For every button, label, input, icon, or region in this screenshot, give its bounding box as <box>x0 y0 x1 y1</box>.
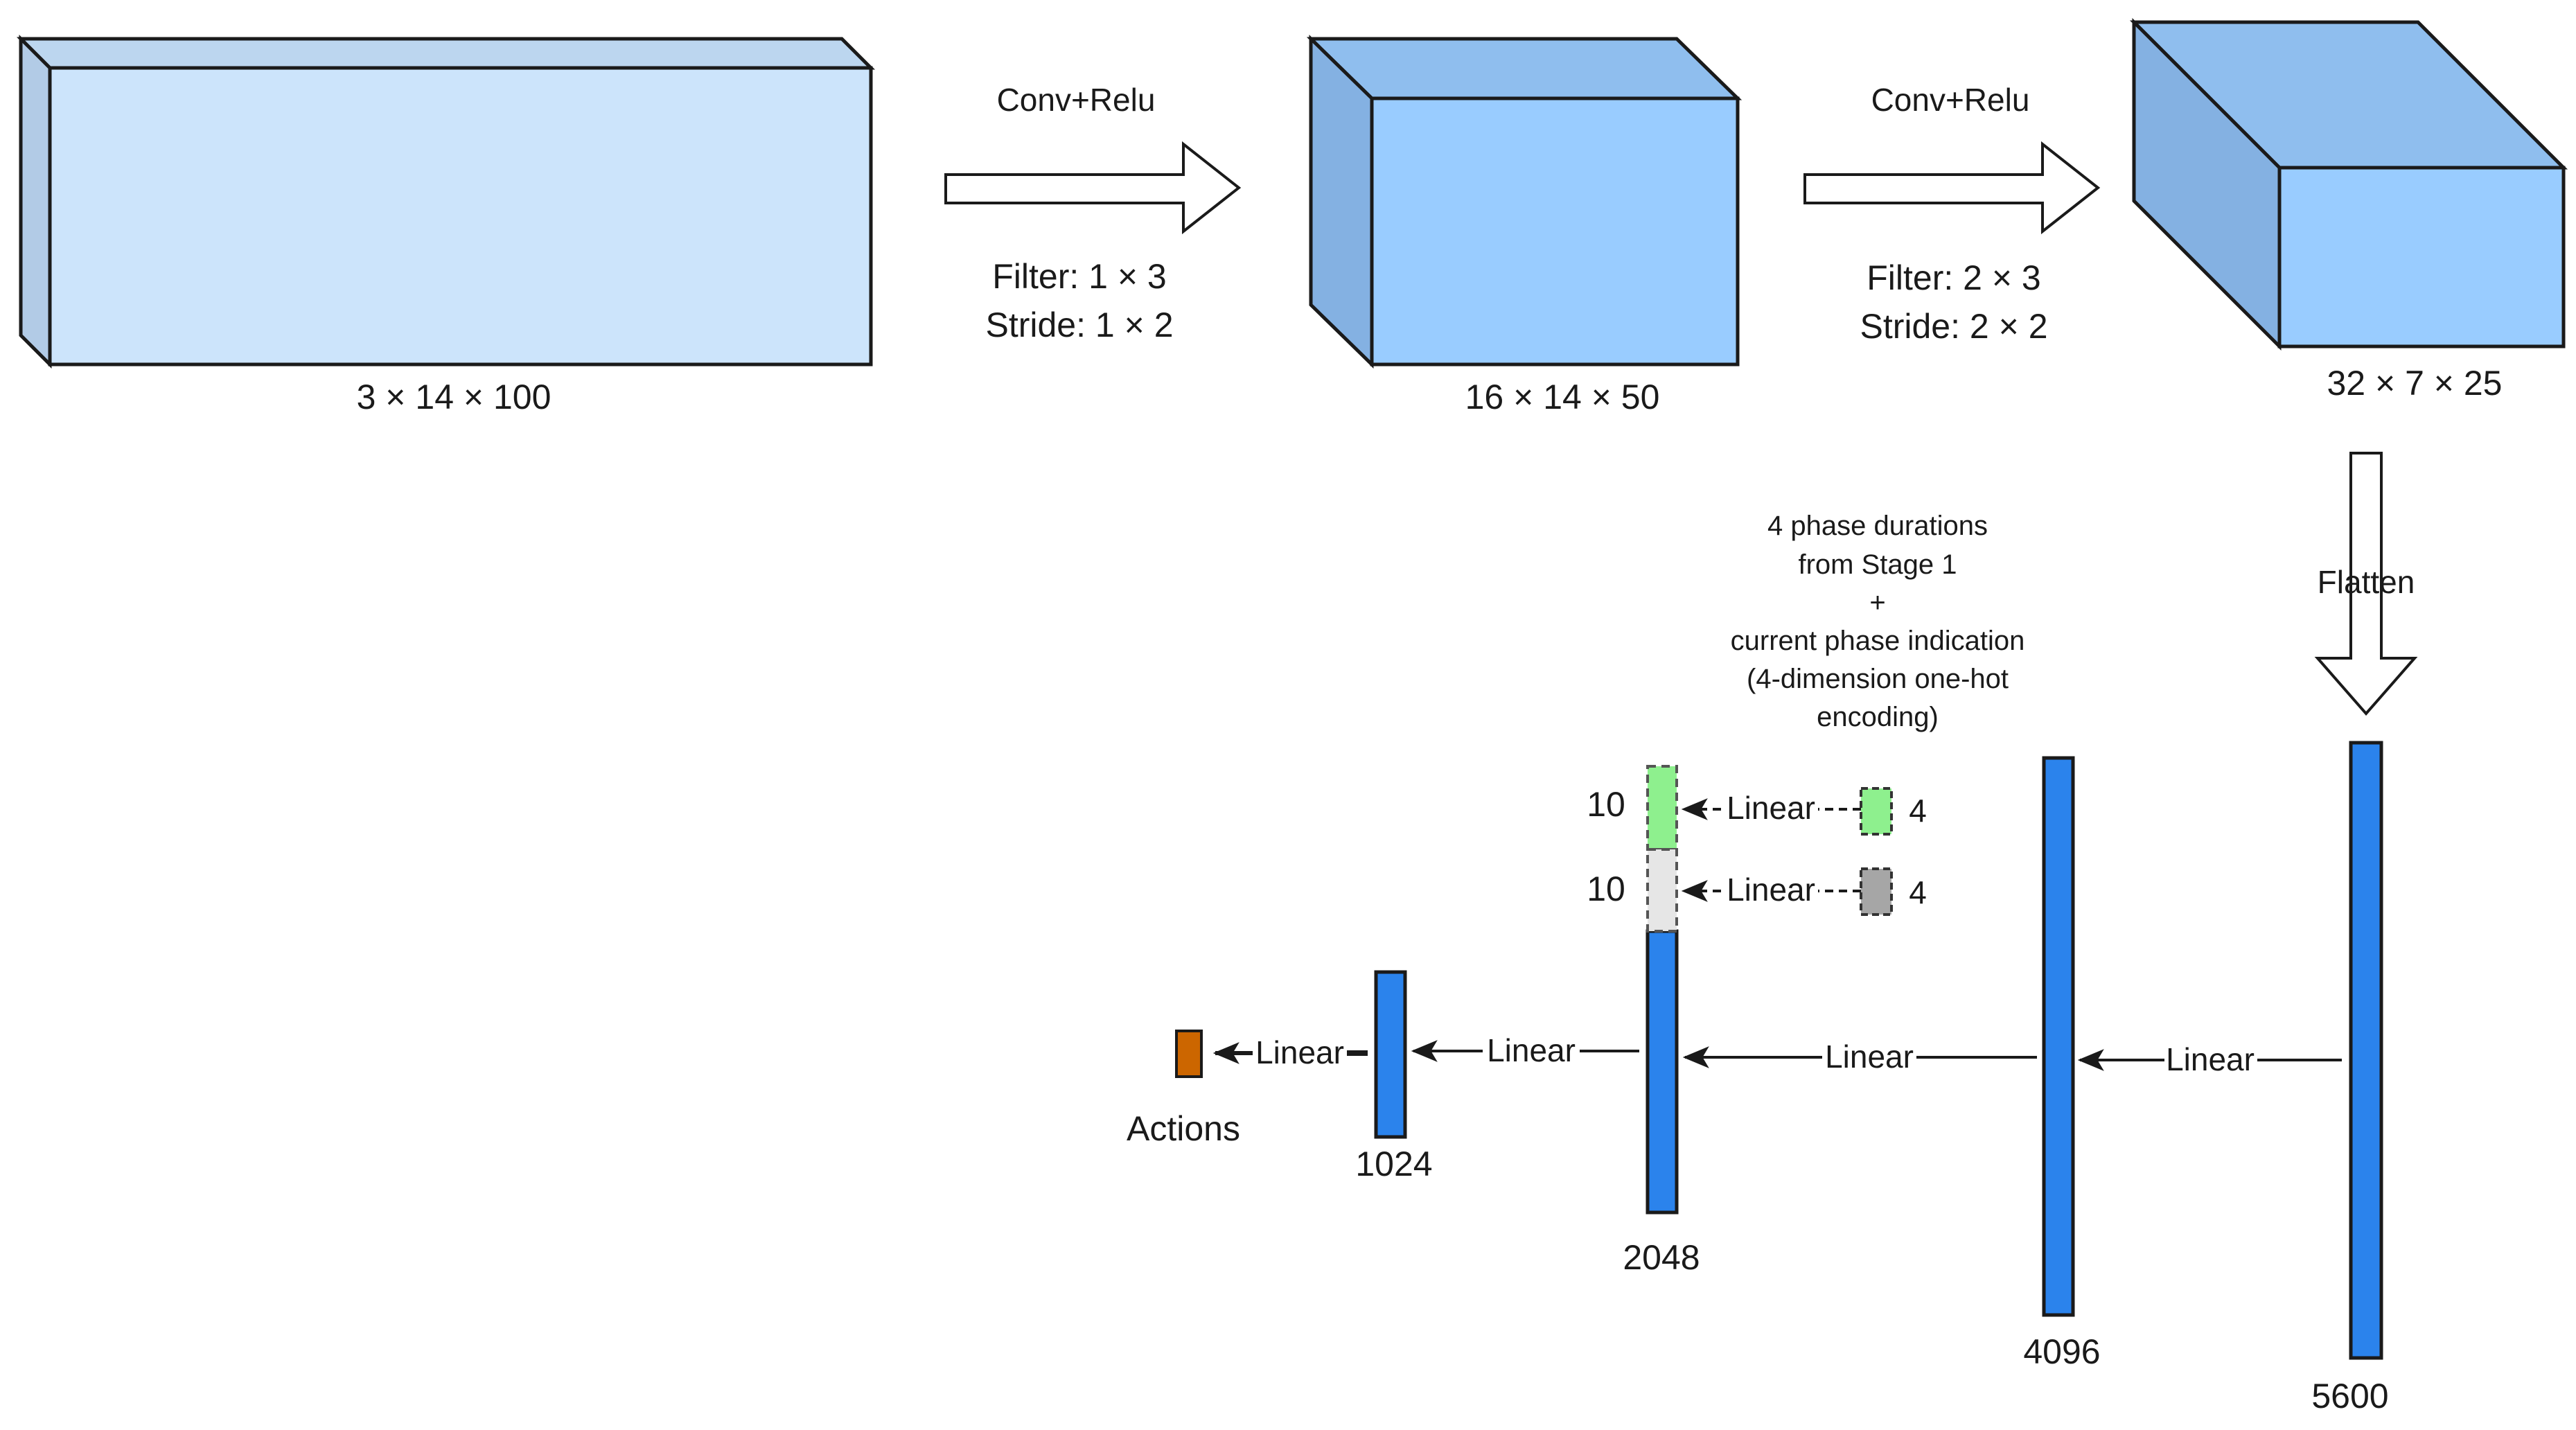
fc-4096-bar <box>2042 756 2075 1317</box>
conv2-volume-label: 32 × 7 × 25 <box>2327 364 2502 403</box>
aux-caption-line-6: encoding) <box>1817 702 1939 732</box>
conv1-volume-front-face <box>1370 96 1740 367</box>
conv1-stride-label: Stride: 1 × 2 <box>986 306 1174 344</box>
conv1-volume-side-face <box>1309 35 1374 369</box>
fc-2048-bar <box>1646 929 1679 1215</box>
aux-phase-embedding-block <box>1646 765 1678 851</box>
conv2-stride-label: Stride: 2 × 2 <box>1860 307 2048 346</box>
input-volume-label: 3 × 14 × 100 <box>357 378 552 416</box>
aux-caption-line-1: 4 phase durations <box>1767 511 1988 541</box>
conv2-filter-label: Filter: 2 × 3 <box>1867 258 2041 297</box>
fc-1024-bar <box>1374 970 1407 1139</box>
conv2-volume-front-face <box>2277 166 2566 348</box>
flatten-label: Flatten <box>2318 564 2415 600</box>
linear-1024-to-actions-label: Linear <box>1255 1034 1344 1070</box>
aux-duration-linear-label: Linear <box>1727 872 1815 908</box>
fc-4096-label: 4096 <box>2023 1332 2100 1371</box>
conv1-volume-label: 16 × 14 × 50 <box>1465 378 1660 416</box>
linear-5600-to-4096-label: Linear <box>2166 1041 2255 1077</box>
conv1-volume-top-face <box>1306 37 1743 100</box>
conv1-hollow-arrow <box>944 141 1242 235</box>
aux-phase-input-square <box>1860 787 1893 836</box>
aux-phase-linear-label: Linear <box>1727 790 1815 826</box>
conv2-op-title: Conv+Relu <box>1871 82 2030 118</box>
aux-input-caption: 4 phase durations from Stage 1 + current… <box>1731 511 2025 732</box>
aux-duration-input-square <box>1860 867 1893 916</box>
aux-duration-input-size: 4 <box>1909 874 1927 910</box>
actions-label: Actions <box>1127 1109 1240 1148</box>
conv2-volume <box>2129 17 2568 351</box>
fc-2048-label: 2048 <box>1623 1238 1700 1277</box>
conv1-filter-label: Filter: 1 × 3 <box>992 257 1167 296</box>
aux-duration-embedding-block <box>1646 848 1678 933</box>
fc-5600-bar <box>2349 741 2383 1360</box>
conv1-volume <box>1306 35 1743 369</box>
fc-1024-label: 1024 <box>1355 1145 1432 1183</box>
aux-phase-embedded-size: 10 <box>1587 785 1625 824</box>
actions-output-block <box>1175 1030 1203 1078</box>
aux-phase-input-size: 4 <box>1909 793 1927 829</box>
conv1-op-title: Conv+Relu <box>997 82 1156 118</box>
fc-5600-label: 5600 <box>2311 1377 2388 1415</box>
input-volume-side-face <box>19 34 52 369</box>
aux-caption-line-2: from Stage 1 <box>1798 549 1957 580</box>
aux-caption-line-5: (4-dimension one-hot <box>1747 664 2009 694</box>
aux-caption-line-3: + <box>1869 588 1885 618</box>
input-volume <box>16 34 876 369</box>
input-volume-front-face <box>48 66 873 367</box>
conv2-hollow-arrow <box>1803 141 2101 235</box>
linear-4096-to-2048-label: Linear <box>1825 1039 1914 1075</box>
aux-caption-line-4: current phase indication <box>1731 626 2025 656</box>
flatten-hollow-arrow <box>2314 452 2418 716</box>
input-volume-top-face <box>16 37 876 70</box>
linear-2048-to-1024-label: Linear <box>1487 1032 1576 1068</box>
aux-duration-embedded-size: 10 <box>1587 870 1625 908</box>
